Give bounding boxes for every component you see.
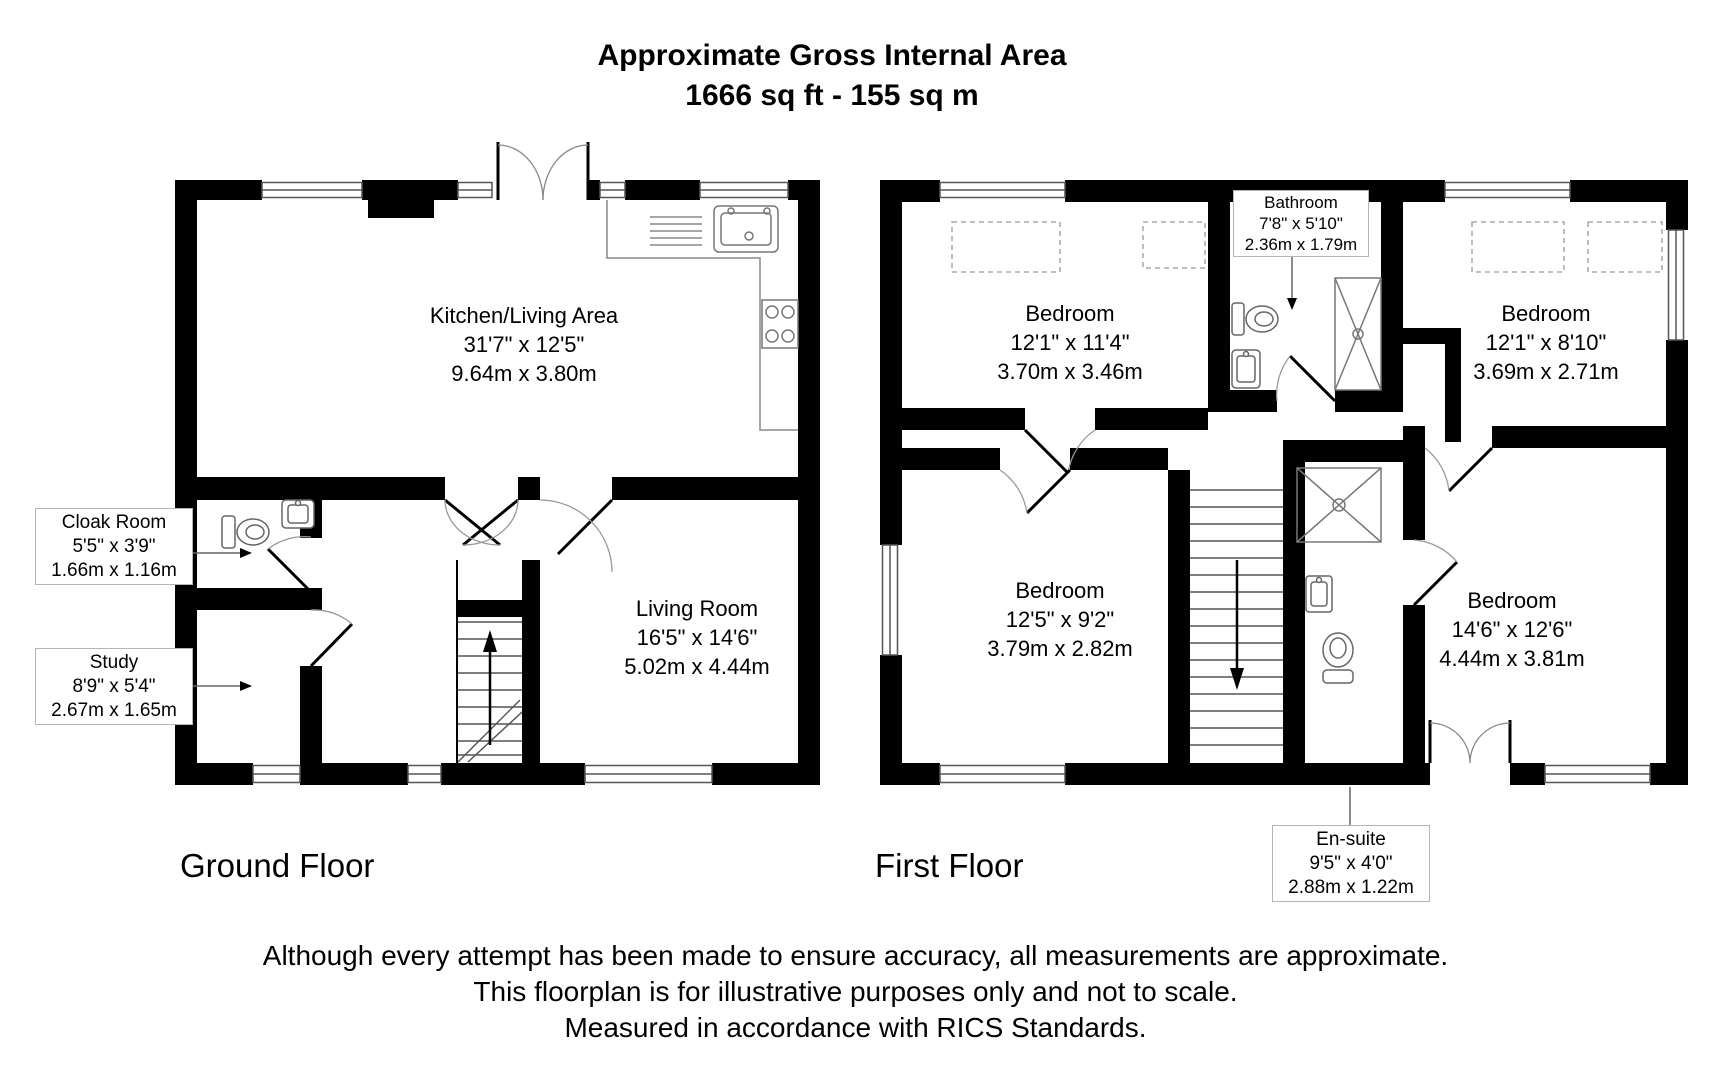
- room-size-imperial: 14'6" x 12'6": [1451, 617, 1573, 642]
- room-name: Study: [89, 651, 139, 673]
- room-label-study: Study 8'9" x 5'4" 2.67m x 1.65m: [35, 648, 193, 725]
- first-floor-windows: [881, 181, 1685, 784]
- room-name: Bathroom: [1264, 193, 1338, 212]
- room-size-imperial: 12'1" x 8'10": [1485, 330, 1607, 355]
- label-leader-arrows-ground: [193, 548, 252, 691]
- room-size-imperial: 12'5" x 9'2": [1005, 607, 1115, 632]
- room-label-bedroom-top-left: Bedroom 12'1" x 11'4" 3.70m x 3.46m: [997, 299, 1143, 386]
- first-floor-plan: [880, 180, 1688, 825]
- room-name: En-suite: [1316, 828, 1386, 850]
- room-size-imperial: 5'5" x 3'9": [72, 535, 156, 557]
- first-floor-french-doors: [1428, 720, 1512, 764]
- french-doors: [496, 142, 590, 201]
- room-size-imperial: 12'1" x 11'4": [1010, 330, 1130, 355]
- room-size-imperial: 7'8" x 5'10": [1259, 214, 1343, 233]
- first-floor-doors: [999, 354, 1494, 607]
- room-label-cloak-room: Cloak Room 5'5" x 3'9" 1.66m x 1.16m: [35, 508, 193, 585]
- room-size-metric: 3.69m x 2.71m: [1473, 359, 1619, 384]
- first-floor-label: First Floor: [875, 847, 1024, 884]
- ensuite-sink-fixture: [1305, 575, 1333, 613]
- title-line-1: Approximate Gross Internal Area: [597, 39, 1067, 72]
- room-label-bedroom-top-right: Bedroom 12'1" x 8'10" 3.69m x 2.71m: [1473, 299, 1619, 386]
- room-label-living-room: Living Room 16'5" x 14'6" 5.02m x 4.44m: [624, 594, 770, 681]
- room-size-imperial: 31'7" x 12'5": [463, 332, 585, 357]
- bathroom-toilet-fixture: [1231, 302, 1279, 336]
- ground-floor-windows: [252, 181, 789, 784]
- room-label-bedroom-bottom-right: Bedroom 14'6" x 12'6" 4.44m x 3.81m: [1439, 586, 1585, 673]
- room-size-imperial: 8'9" x 5'4": [72, 675, 156, 697]
- cloakroom-sink-fixture: [281, 499, 315, 529]
- room-size-imperial: 9'5" x 4'0": [1309, 852, 1393, 874]
- staircase-down: [1190, 489, 1283, 746]
- disclaimer-line-3: Measured in accordance with RICS Standar…: [564, 1012, 1147, 1043]
- room-label-bedroom-bottom-left: Bedroom 12'5" x 9'2" 3.79m x 2.82m: [987, 576, 1133, 663]
- ground-floor-doors: [266, 498, 614, 668]
- ensuite-toilet-fixture: [1322, 632, 1354, 684]
- disclaimer-line-2: This floorplan is for illustrative purpo…: [473, 976, 1238, 1007]
- room-size-metric: 5.02m x 4.44m: [624, 654, 770, 679]
- room-size-metric: 2.88m x 1.22m: [1288, 876, 1414, 898]
- title-line-2: 1666 sq ft - 155 sq m: [685, 79, 979, 112]
- room-size-metric: 1.66m x 1.16m: [51, 559, 177, 581]
- label-leader-arrows-first: [1287, 257, 1351, 825]
- room-name: Bedroom: [1501, 301, 1591, 326]
- ground-floor-plan: [175, 142, 820, 785]
- ensuite-shower-fixture: [1296, 467, 1382, 543]
- room-name: Cloak Room: [61, 511, 167, 533]
- room-label-bathroom: Bathroom 7'8" x 5'10" 2.36m x 1.79m: [1233, 190, 1369, 257]
- room-name: Living Room: [635, 596, 759, 621]
- cloakroom-toilet-fixture: [221, 515, 270, 549]
- disclaimer-line-1: Although every attempt has been made to …: [262, 940, 1449, 971]
- bathroom-sink-fixture: [1231, 349, 1261, 389]
- room-size-metric: 2.67m x 1.65m: [51, 699, 177, 721]
- disclaimer-text: Although every attempt has been made to …: [0, 938, 1711, 1046]
- room-size-imperial: 16'5" x 14'6": [636, 625, 758, 650]
- bathroom-shower-fixture: [1334, 277, 1382, 391]
- kitchen-sink-fixture: [713, 205, 779, 253]
- room-name: Bedroom: [1015, 578, 1105, 603]
- page-title: Approximate Gross Internal Area 1666 sq …: [597, 36, 1066, 116]
- kitchen-counter: [606, 200, 798, 431]
- room-size-metric: 3.70m x 3.46m: [997, 359, 1143, 384]
- wardrobe-outlines: [951, 221, 1663, 273]
- hob-fixture: [761, 299, 799, 349]
- ground-floor-label: Ground Floor: [180, 847, 375, 884]
- ground-floor-walls: [175, 180, 820, 785]
- room-size-metric: 4.44m x 3.81m: [1439, 646, 1585, 671]
- room-label-ensuite: En-suite 9'5" x 4'0" 2.88m x 1.22m: [1272, 825, 1430, 902]
- room-name: Kitchen/Living Area: [429, 303, 619, 328]
- room-size-metric: 3.79m x 2.82m: [987, 636, 1133, 661]
- staircase-up: [456, 560, 523, 763]
- room-name: Bedroom: [1467, 588, 1557, 613]
- room-label-kitchen-living: Kitchen/Living Area 31'7" x 12'5" 9.64m …: [430, 301, 618, 388]
- first-floor-walls: [880, 180, 1688, 785]
- room-size-metric: 9.64m x 3.80m: [451, 361, 597, 386]
- room-size-metric: 2.36m x 1.79m: [1244, 235, 1358, 254]
- room-name: Bedroom: [1025, 301, 1115, 326]
